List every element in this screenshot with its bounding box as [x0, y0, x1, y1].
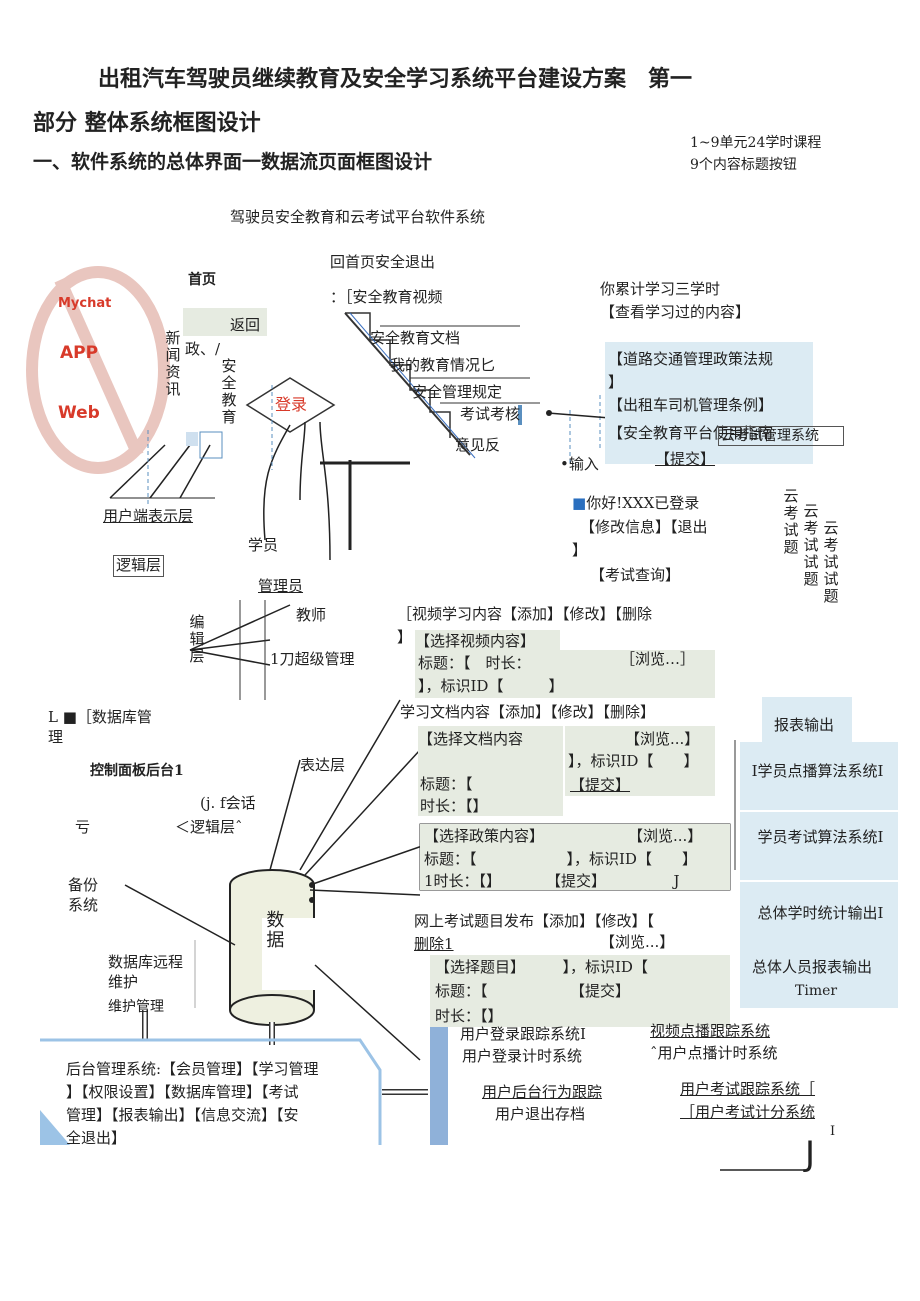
home-label[interactable]: 首页: [188, 272, 216, 288]
policy-time-row[interactable]: 1时长：【】 【提交】 J: [424, 872, 680, 890]
view-studied-button[interactable]: 【查看学习过的内容】: [600, 303, 751, 321]
cloud-exam-1: 云考试题: [781, 488, 800, 556]
video-track: 视频点播跟踪系统: [650, 1022, 771, 1040]
video-id[interactable]: 】，标识ID【 】: [418, 677, 564, 695]
backend-line4: 全退出】: [66, 1129, 127, 1147]
policy-select[interactable]: 【选择政策内容】: [424, 827, 545, 845]
video-title[interactable]: 标题：【 时长：: [418, 654, 531, 672]
exam-query-button[interactable]: 【考试查询】: [590, 566, 681, 584]
note-course: 1~9单元24学时课程: [690, 135, 822, 151]
logout-archive: 用户退出存档: [495, 1105, 586, 1123]
login-track: 用户登录跟踪系统I: [460, 1025, 586, 1043]
system-title: 驾驶员安全教育和云考试平台软件系统: [230, 208, 486, 226]
logo-web: Web: [58, 403, 100, 423]
submit-button[interactable]: 【提交】: [655, 450, 716, 468]
exam-publish[interactable]: 网上考试题目发布【添加】【修改】【: [414, 912, 655, 930]
policy-browse[interactable]: 【浏览...】: [628, 827, 703, 845]
super-admin-label: 1刀超级管理: [270, 650, 355, 668]
database-label: 数据: [263, 910, 285, 950]
student-label: 学员: [248, 536, 279, 554]
doc-select[interactable]: 【选择文档内容: [418, 730, 524, 748]
exam-delete[interactable]: 删除1: [414, 935, 454, 953]
exam-browse[interactable]: 【浏览...】: [600, 933, 675, 951]
policy-item-1b: 】: [608, 373, 624, 391]
exam-mgmt-system: 云考试管理系统: [718, 426, 844, 447]
exam-select[interactable]: 【选择题目】 】，标识ID【: [435, 958, 648, 976]
maint-mgmt: 维护管理: [108, 999, 164, 1015]
menu-feedback[interactable]: 意见反: [455, 436, 501, 454]
backup-system: 备份系统: [68, 876, 99, 914]
note-buttons: 9个内容标题按钮: [690, 157, 797, 173]
exam-title[interactable]: 标题：【 【提交】: [435, 982, 631, 1000]
login-label[interactable]: 登录: [275, 395, 308, 414]
doc-browse[interactable]: 【浏览...】: [625, 730, 700, 748]
modify-info-button[interactable]: 【修改信息】【退出: [580, 518, 708, 536]
login-timer: 用户登录计时系统: [462, 1047, 583, 1065]
logic-layer-2: ＜逻辑层ˆ: [175, 818, 243, 836]
logged-in-text: ■你好!XXX已登录: [572, 494, 700, 512]
menu-my-edu[interactable]: 我的教育情况匕: [390, 356, 496, 374]
policy-label[interactable]: 政、/: [185, 340, 221, 358]
menu-video[interactable]: ：［安全教育视频: [330, 288, 443, 306]
exam-track: 用户考试跟踪系统［: [680, 1080, 816, 1098]
i-mark: I: [830, 1124, 836, 1139]
input-label[interactable]: •输入: [560, 455, 599, 473]
pu-label: 亏: [75, 818, 91, 836]
session-label: (j. f会话: [200, 794, 256, 812]
exam-time[interactable]: 时长：【】: [435, 1007, 503, 1025]
menu-exam[interactable]: 考试考核: [460, 405, 521, 423]
db-mgmt-label: L ■［数据库管理: [48, 708, 152, 746]
cloud-exam-3: 云考试试题: [821, 520, 840, 605]
db-remote: 数据库远程维护: [108, 953, 184, 991]
video-timer: ˆ用户点播计时系统: [650, 1044, 778, 1062]
exam-score: ［用户考试计分系统: [680, 1103, 816, 1121]
video-learn[interactable]: ［视频学习内容【添加】【修改】【删除: [397, 605, 653, 623]
report-output[interactable]: 报表输出: [774, 716, 835, 734]
algo-exam: 学员考试算法系统I: [757, 828, 884, 846]
video-browse[interactable]: ［浏览…］: [620, 650, 696, 668]
doc-time[interactable]: 时长：【】: [420, 797, 488, 815]
admin-label: 管理员: [258, 577, 304, 595]
control-panel: 控制面板后台1: [90, 763, 184, 779]
logo-app: APP: [60, 343, 99, 363]
logic-layer: 逻辑层: [113, 555, 165, 577]
menu-doc[interactable]: 安全教育文档: [370, 329, 461, 347]
doc-submit[interactable]: 【提交】: [570, 776, 631, 794]
policy-item-2[interactable]: 【出租车司机管理条例】: [608, 396, 774, 414]
policy-item-1[interactable]: 【道路交通管理政策法规: [608, 350, 774, 368]
bracket-close: 】: [572, 541, 588, 559]
end-mark: J: [805, 1134, 816, 1174]
doc-title-line2: 部分 整体系统框图设计: [33, 111, 261, 136]
edit-layer: 编辑层: [187, 614, 206, 665]
back-button[interactable]: 返回: [230, 316, 261, 334]
behavior-track: 用户后台行为跟踪: [482, 1083, 603, 1101]
backend-line1: 后台管理系统:【会员管理】【学习管理: [66, 1060, 319, 1078]
logo-mychat: Mychat: [58, 296, 112, 311]
presentation-layer: 表达层: [300, 756, 346, 774]
policy-title-row[interactable]: 标题：【 】，标识ID【 】: [424, 850, 697, 868]
video-select[interactable]: 【选择视频内容】: [415, 632, 536, 650]
total-people: 总体人员报表输出: [752, 958, 873, 976]
doc-title[interactable]: 标题：【: [420, 775, 473, 793]
safety-edu-label[interactable]: 安全教育: [219, 358, 238, 426]
video-learn-close: 】: [397, 628, 413, 646]
home-logout[interactable]: 回首页安全退出: [330, 253, 436, 271]
news-label[interactable]: 新闻资讯: [163, 330, 182, 398]
teacher-label: 教师: [296, 606, 327, 624]
study-hours: 你累计学习三学时: [600, 280, 721, 298]
cloud-exam-2: 云考试试题: [801, 503, 820, 588]
backend-line2: 】【权限设置】【数据库管理】【考试: [66, 1083, 299, 1101]
user-layer: 用户端表示层: [103, 507, 194, 525]
doc-learn[interactable]: 学习文档内容【添加】【修改】【删除】: [400, 703, 656, 721]
policy-item-3[interactable]: 【安全教育平台使用指南: [608, 424, 774, 442]
total-hours: 总体学时统计输出I: [757, 904, 884, 922]
menu-rules[interactable]: 安全管理规定: [412, 383, 503, 401]
section-heading: 一、软件系统的总体界面一数据流页面框图设计: [33, 151, 433, 173]
doc-title-line1: 出租汽车驾驶员继续教育及安全学习系统平台建设方案 第一: [98, 67, 693, 92]
doc-id[interactable]: 】，标识ID【 】: [568, 752, 699, 770]
timer-label: Timer: [795, 983, 838, 999]
algo-video: I学员点播算法系统I: [751, 762, 884, 780]
backend-line3: 管理】【报表输出】【信息交流】【安: [66, 1106, 299, 1124]
